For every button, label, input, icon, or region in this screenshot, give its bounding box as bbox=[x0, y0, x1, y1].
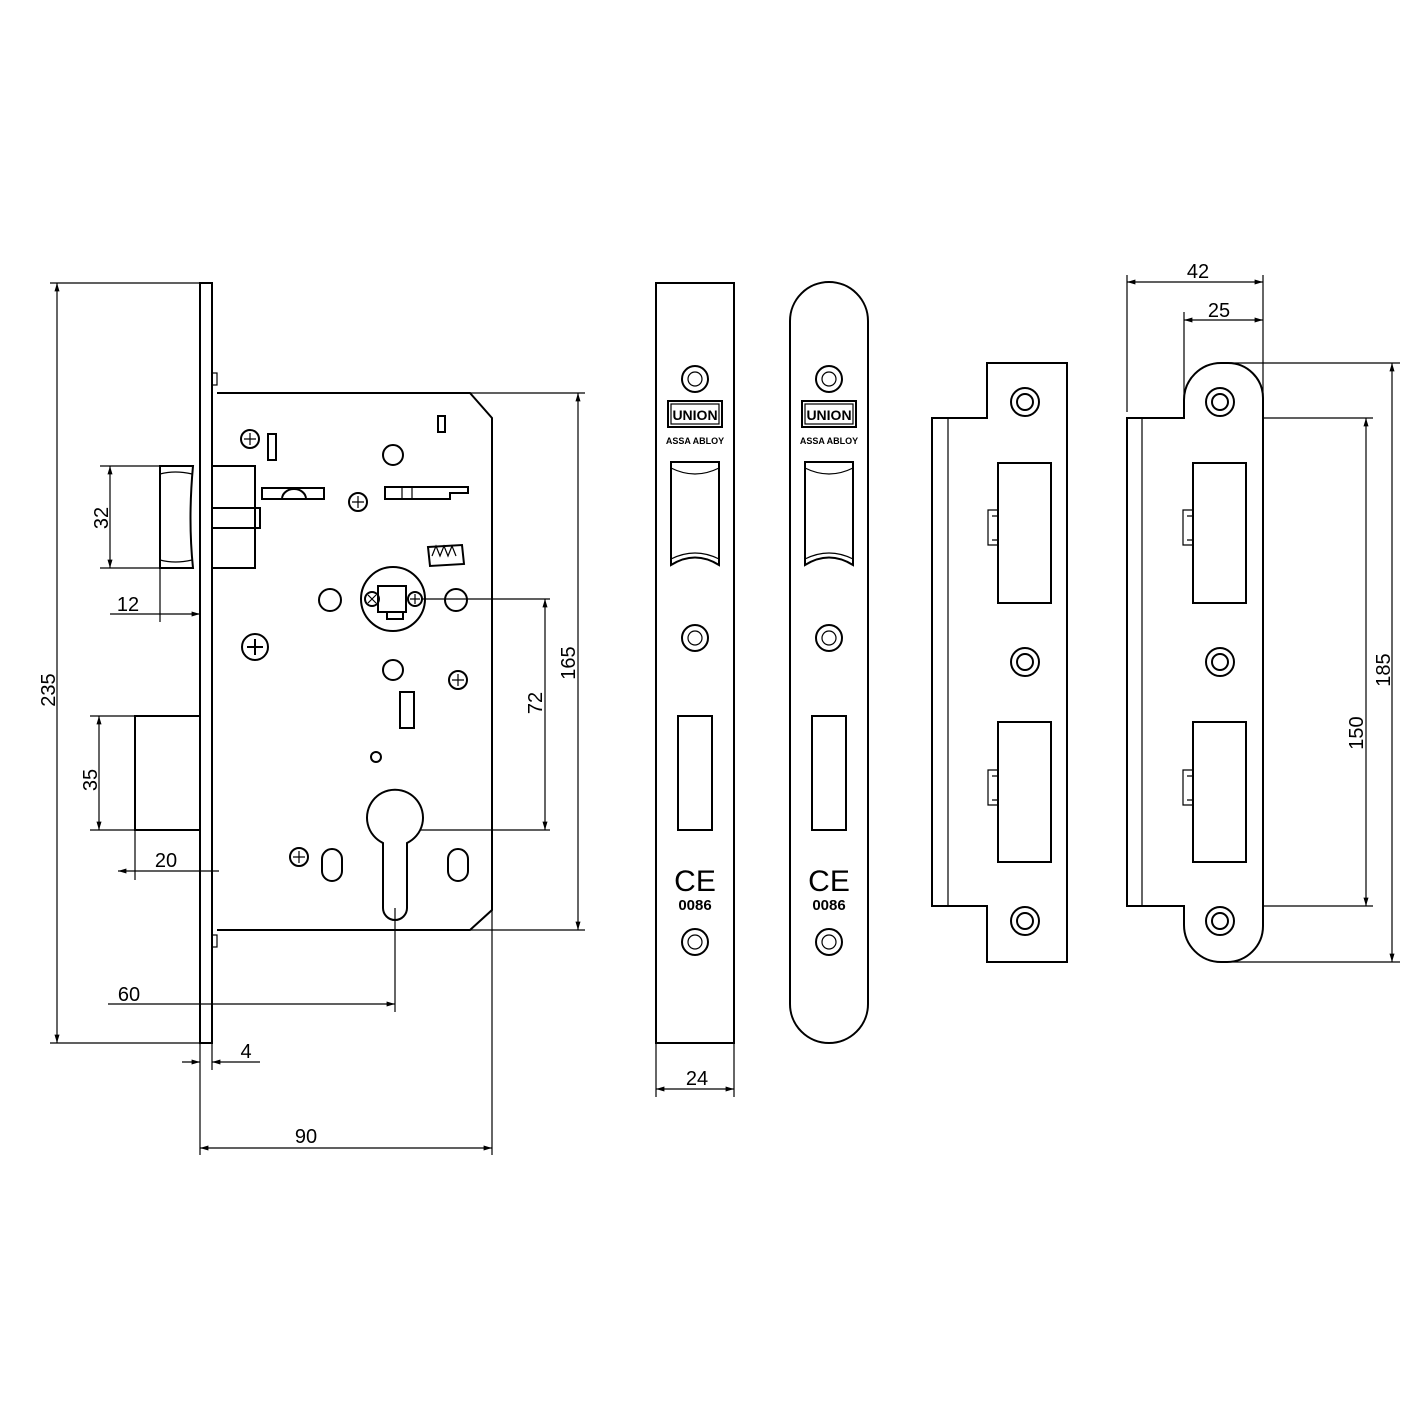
latch-bolt bbox=[159, 465, 261, 569]
dim-backset: 60 bbox=[118, 984, 140, 1006]
dim-deadbolt-height: 35 bbox=[80, 769, 102, 791]
forend-square: UNION ASSA ABLOY CE 0086 bbox=[655, 282, 735, 1044]
forend-plate bbox=[199, 282, 213, 1044]
dim-forend-thickness: 4 bbox=[240, 1041, 251, 1063]
group-label: ASSA ABLOY bbox=[800, 436, 858, 446]
internal-mechanism bbox=[240, 415, 469, 921]
dim-strike-length: 185 bbox=[1373, 653, 1395, 686]
dim-strike-inner-width: 25 bbox=[1208, 300, 1230, 322]
dim-latch-throw: 12 bbox=[117, 594, 139, 616]
dim-case-height: 235 bbox=[38, 673, 60, 706]
lock-case bbox=[217, 392, 493, 931]
screw-icon bbox=[448, 670, 468, 690]
screw-icon bbox=[240, 429, 260, 449]
dim-strike-fixing-centres: 150 bbox=[1346, 716, 1368, 749]
screw-icon bbox=[241, 633, 269, 661]
brand-label: UNION bbox=[806, 407, 851, 423]
dim-centres: 72 bbox=[525, 692, 547, 714]
screw-icon bbox=[289, 847, 309, 867]
strike-plate-square bbox=[931, 362, 1068, 963]
lock-body-dimensions: 235 32 12 35 20 72 165 60 bbox=[38, 282, 585, 1155]
dim-strike-width: 42 bbox=[1187, 261, 1209, 283]
screw-icon bbox=[348, 492, 368, 512]
notified-body-number: 0086 bbox=[678, 897, 711, 914]
ce-mark: CE bbox=[808, 865, 850, 898]
group-label: ASSA ABLOY bbox=[666, 436, 724, 446]
forend-tab-bottom bbox=[211, 934, 218, 948]
union-logo-icon: UNION bbox=[667, 400, 723, 428]
cylinder-hole bbox=[366, 788, 424, 921]
dim-forend-width: 24 bbox=[686, 1068, 708, 1090]
union-logo-icon: UNION bbox=[801, 400, 857, 428]
notified-body-number: 0086 bbox=[812, 897, 845, 914]
dim-latch-height: 32 bbox=[91, 507, 113, 529]
strike-dimensions: 42 25 185 150 bbox=[1126, 261, 1400, 963]
forend-dimensions: 24 bbox=[655, 1043, 735, 1097]
strike-plate-radius bbox=[1126, 362, 1264, 963]
forend-tab-top bbox=[211, 372, 218, 386]
forend-radius: UNION ASSA ABLOY CE 0086 bbox=[789, 281, 869, 1044]
deadbolt bbox=[134, 715, 201, 831]
ce-mark: CE bbox=[674, 865, 716, 898]
dim-case-depth: 90 bbox=[295, 1126, 317, 1148]
lock-body bbox=[134, 282, 493, 1044]
brand-label: UNION bbox=[672, 407, 717, 423]
dim-deadbolt-throw: 20 bbox=[155, 850, 177, 872]
dim-case-height-inner: 165 bbox=[558, 646, 580, 679]
